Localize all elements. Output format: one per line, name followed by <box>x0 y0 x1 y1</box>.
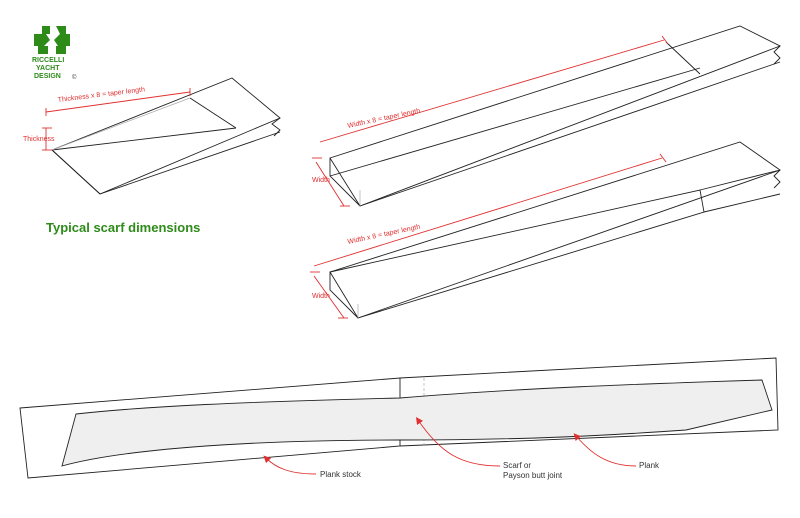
small-taper-label: Thickness x 8 = taper length <box>57 86 145 104</box>
plank-stock-label: Plank stock <box>320 470 362 479</box>
logo-line-3: DESIGN <box>34 73 61 80</box>
diagram-caption: Typical scarf dimensions <box>46 220 200 235</box>
riccelli-logo: RICCELLI YACHT DESIGN © <box>32 26 77 81</box>
lower-width-label: Width <box>312 293 330 300</box>
small-scarf-dimensions: Thickness x 8 = taper length Thickness <box>23 86 191 151</box>
logo-mark-icon <box>34 26 70 54</box>
plank-label: Plank <box>639 461 660 470</box>
upper-width-label: Width <box>312 177 330 184</box>
lower-scarf-dimensions: Width x 8 = taper length Width <box>310 153 667 319</box>
lower-taper-label: Width x 8 = taper length <box>347 224 421 246</box>
logo-copyright: © <box>72 74 77 81</box>
plank-drawing <box>19 357 779 479</box>
plank-annotations: Plank stock Scarf or Payson butt joint P… <box>263 417 660 480</box>
small-scarf-drawing <box>51 77 281 195</box>
upper-scarf-drawing <box>329 25 782 207</box>
upper-taper-label: Width x 8 = taper length <box>347 108 421 130</box>
lower-scarf-drawing <box>329 141 781 319</box>
thickness-label: Thickness <box>23 136 55 143</box>
joint-label-line-1: Scarf or <box>503 461 531 470</box>
logo-line-1: RICCELLI <box>32 57 64 64</box>
joint-label-line-2: Payson butt joint <box>503 471 563 480</box>
upper-scarf-dimensions: Width x 8 = taper length Width <box>312 35 669 207</box>
logo-line-2: YACHT <box>36 65 60 72</box>
